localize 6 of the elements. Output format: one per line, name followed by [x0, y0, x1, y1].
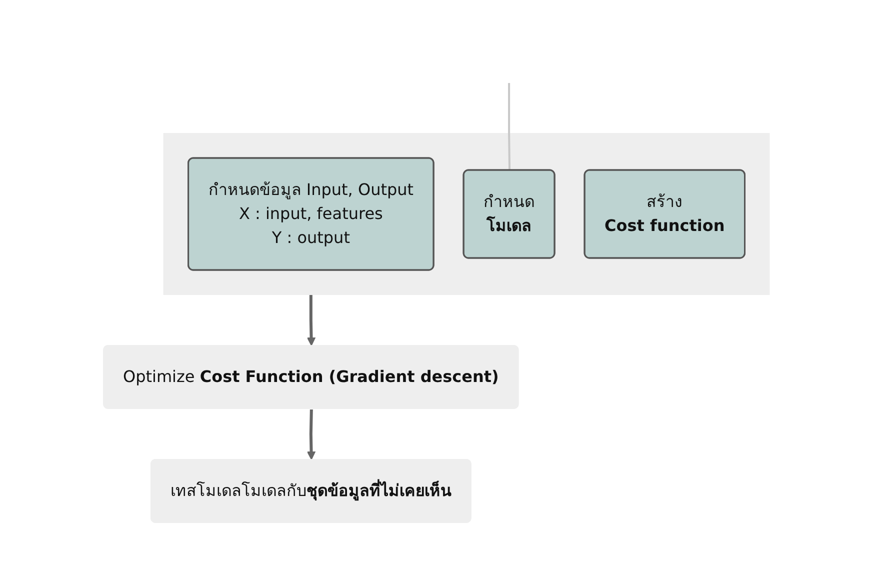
node-box: เทสโมเดลโมเดลกับชุดข้อมูลที่ไม่เคยเห็น: [150, 458, 472, 523]
cluster: [162, 133, 770, 295]
node-box: Optimize Cost Function (Gradient descent): [102, 345, 518, 409]
arrow: [306, 295, 316, 346]
connector: [508, 83, 510, 170]
arrow: [306, 409, 316, 460]
